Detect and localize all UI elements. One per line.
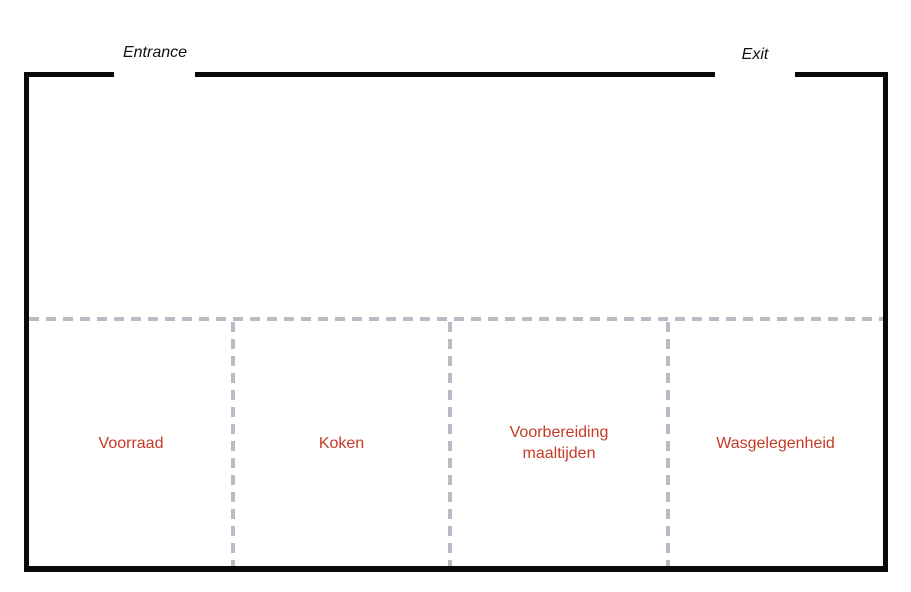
zone-label-voorraad: Voorraad [98, 434, 164, 452]
zone-voorbereiding-maaltijden: Voorbereiding maaltijden [450, 320, 668, 566]
zone-label-wasgelegenheid: Wasgelegenheid [716, 434, 835, 452]
wall-bottom [24, 566, 888, 572]
zone-koken: Koken [233, 320, 450, 566]
wall-top-middle-segment [195, 72, 715, 77]
wall-left [24, 72, 29, 571]
zone-wasgelegenheid: Wasgelegenheid [668, 320, 883, 566]
wall-top-left-segment [24, 72, 114, 77]
wall-right [883, 72, 888, 571]
zone-voorraad: Voorraad [29, 320, 233, 566]
zone-label-voorbereiding-maaltijden: Voorbereiding maaltijden [509, 424, 609, 462]
entrance-label: Entrance [122, 44, 188, 61]
wall-top-right-segment [795, 72, 888, 77]
zone-label-koken: Koken [318, 434, 365, 452]
exit-label: Exit [741, 46, 769, 63]
